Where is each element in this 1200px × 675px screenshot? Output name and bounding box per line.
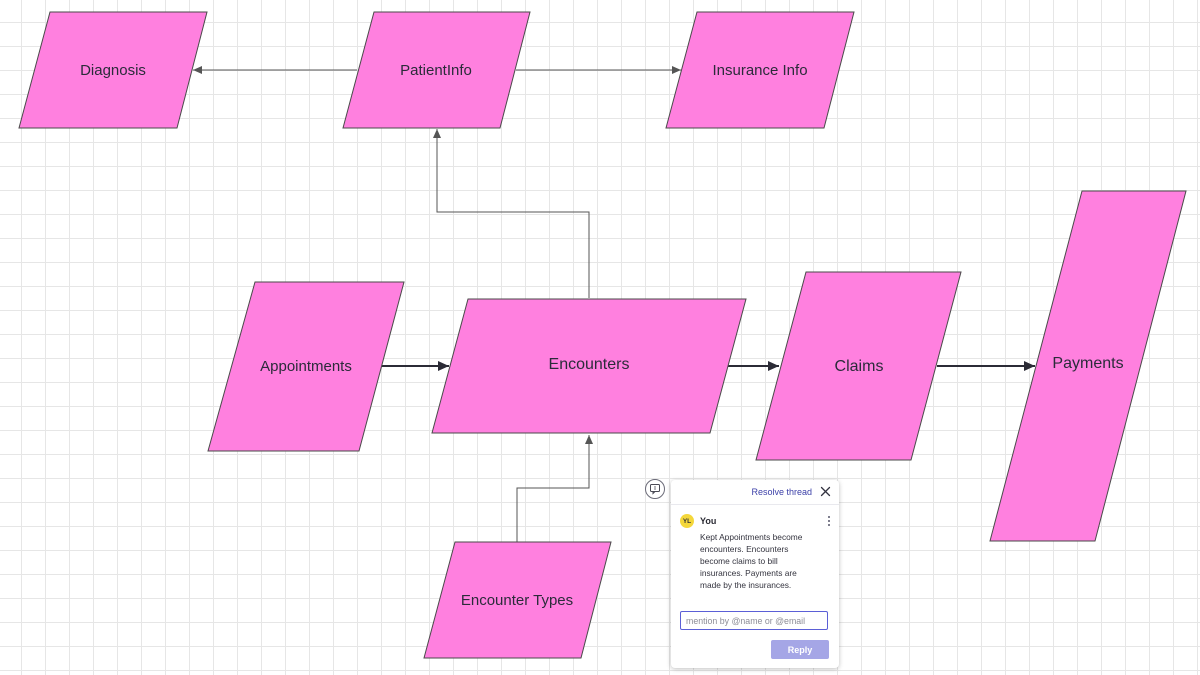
shape-appointments-body[interactable] (207, 281, 405, 452)
more-options-icon[interactable] (827, 516, 831, 527)
shape-appointments-label: Appointments (260, 358, 352, 375)
shape-diagnosis-body[interactable] (18, 11, 208, 129)
shape-encounter-types-label: Encounter Types (461, 592, 573, 609)
shape-encounter-types-body[interactable] (423, 541, 612, 659)
close-icon[interactable] (820, 486, 831, 497)
shape-insurance-info[interactable]: Insurance Info (665, 11, 855, 129)
thread-divider (671, 504, 839, 505)
avatar: YL (680, 514, 694, 528)
shape-payments-body[interactable] (989, 190, 1187, 542)
comment-thread-panel: Resolve thread YL You Kept Appointments … (671, 480, 839, 668)
comment-line: become claims to bill (700, 556, 778, 566)
shape-diagnosis-label: Diagnosis (80, 62, 146, 79)
resolve-thread-link[interactable]: Resolve thread (751, 487, 812, 497)
shape-patientinfo-label: PatientInfo (400, 62, 472, 79)
shape-payments-label: Payments (1052, 355, 1123, 372)
shape-encounter-types[interactable]: Encounter Types (423, 541, 612, 659)
shape-encounters-label: Encounters (549, 356, 630, 373)
reply-input[interactable] (680, 611, 828, 630)
reply-button[interactable]: Reply (771, 640, 829, 659)
shape-patientinfo[interactable]: PatientInfo (342, 11, 531, 129)
shape-encounters-body[interactable] (431, 298, 747, 434)
shape-claims[interactable]: Claims (755, 271, 962, 461)
connector-encounters-to-patientinfo[interactable] (433, 129, 590, 298)
comment-body: Kept Appointments become encounters. Enc… (700, 531, 820, 591)
comment-marker[interactable] (645, 479, 665, 499)
shape-insurance-info-body[interactable] (665, 11, 855, 129)
shape-claims-body[interactable] (755, 271, 962, 461)
connector-encounter-types-to-encounters[interactable] (516, 435, 593, 542)
comment-line: Kept Appointments become (700, 532, 803, 542)
comment-line: insurances. Payments are (700, 568, 797, 578)
comment-icon (650, 484, 660, 495)
shape-diagnosis[interactable]: Diagnosis (18, 11, 208, 129)
connectors (193, 66, 1035, 542)
shape-claims-label: Claims (835, 358, 884, 375)
shape-patientinfo-body[interactable] (342, 11, 531, 129)
shape-payments[interactable]: Payments (989, 190, 1187, 542)
shape-appointments[interactable]: Appointments (207, 281, 405, 452)
comment-author: You (700, 516, 717, 526)
shape-insurance-info-label: Insurance Info (712, 62, 807, 79)
comment-line: made by the insurances. (700, 580, 792, 590)
shape-encounters[interactable]: Encounters (431, 298, 747, 434)
comment-line: encounters. Encounters (700, 544, 789, 554)
thread-header: Resolve thread (671, 480, 839, 504)
